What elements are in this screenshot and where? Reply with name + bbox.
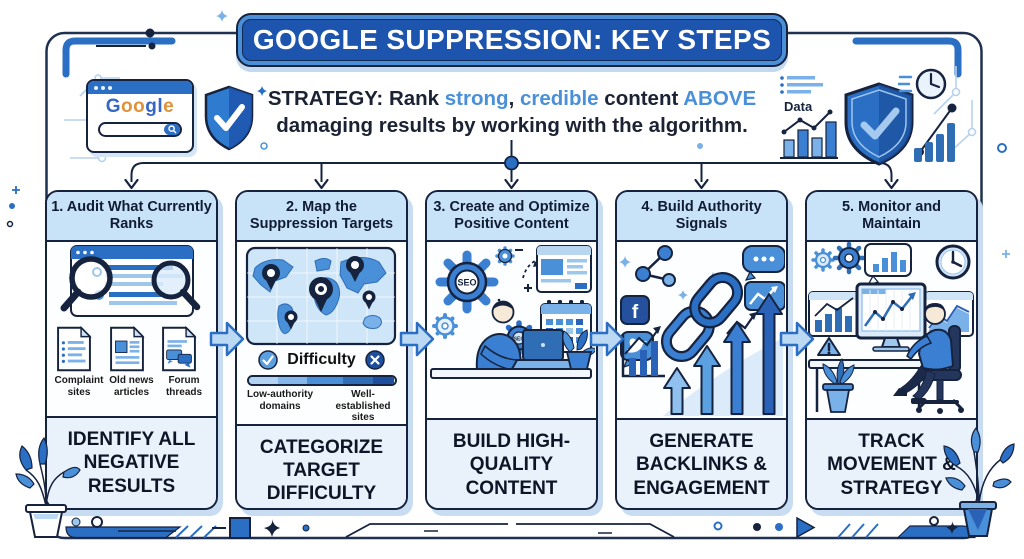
chevron-right-arrow-icon [209, 321, 244, 357]
difficulty-check-icon [258, 350, 279, 370]
title-banner: GOOGLE SUPPRESSION: KEY STEPS [236, 13, 788, 67]
page-title: GOOGLE SUPPRESSION: KEY STEPS [242, 19, 782, 61]
step-title: 2. Map the Suppression Targets [237, 192, 406, 242]
news-doc: Old news articles [107, 326, 157, 398]
search-icon [164, 124, 180, 135]
sparkle-icon [678, 290, 688, 300]
doc-label: Old news articles [109, 375, 154, 398]
gear-icon [495, 246, 515, 266]
difficulty-right-label: Well-established sites [335, 389, 391, 423]
step-column-1: 1. Audit What Currently Ranks [45, 190, 218, 510]
clock-icon [898, 68, 947, 100]
step-caption: TRACK MOVEMENT & STRATEGY [807, 418, 976, 508]
data-chart-icon: Data [780, 76, 838, 159]
corner-bar-bottomleft [65, 526, 182, 539]
svg-text:f: f [632, 302, 639, 323]
strategy-highlight: ABOVE [683, 87, 757, 110]
step-column-2: 2. Map the Suppression Targets [235, 190, 408, 510]
square-decoration [229, 517, 251, 539]
webpage-card-icon [536, 245, 592, 293]
sparkle-icon [264, 519, 280, 537]
strategy-text: STRATEGY: Rank strong, credible content … [262, 86, 762, 139]
triangle-decoration [796, 516, 816, 539]
chevron-right-arrow-icon [779, 321, 814, 357]
monitor-icon [855, 282, 927, 352]
difficulty-x-icon [364, 350, 385, 370]
browser-title-bar [88, 81, 192, 94]
chevron-right-arrow-icon [589, 321, 624, 357]
difficulty-left-label: Low-authority domains [246, 389, 314, 412]
step-column-4: 4. Build Authority Signals f [615, 190, 788, 510]
shield-check-icon [204, 85, 254, 151]
corner-accent-topleft [62, 37, 176, 78]
connector-node [504, 155, 519, 171]
step-column-5: 5. Monitor and Maintain [805, 190, 978, 510]
share-icon [635, 245, 676, 287]
sparkle-icon [619, 256, 631, 268]
gear-icon [832, 242, 866, 275]
facebook-icon: f [620, 295, 650, 325]
doc-label: Forum threads [165, 375, 203, 398]
forum-doc-icon [162, 326, 197, 372]
google-letter: g [145, 96, 158, 117]
step-title: 3. Create and Optimize Positive Content [427, 192, 596, 242]
complaint-doc-icon [57, 326, 92, 372]
warning-icon [817, 337, 841, 356]
clock-icon [935, 244, 971, 280]
step-title: 5. Monitor and Maintain [807, 192, 976, 242]
corner-bar-bottomright [896, 525, 976, 539]
chevron-right-arrow-icon [399, 321, 434, 357]
step-title: 4. Build Authority Signals [617, 192, 786, 242]
google-letter: o [121, 96, 134, 117]
google-letter: G [105, 96, 122, 117]
bar-panel-icon [808, 291, 862, 337]
doc-label: Complaint sites [54, 375, 104, 398]
google-browser-illustration: Google [86, 79, 194, 153]
gear-outline-icon [811, 248, 835, 272]
strategy-highlight: strong [444, 87, 509, 110]
down-arrowheads [124, 178, 899, 190]
news-doc-icon [109, 326, 145, 372]
step-title: 1. Audit What Currently Ranks [47, 192, 216, 242]
step-column-3: 3. Create and Optimize Positive Content … [425, 190, 598, 510]
difficulty-row: Difficulty [237, 350, 406, 370]
strategy-segment: , [508, 87, 520, 110]
strategy-highlight: credible [519, 87, 599, 110]
complaint-doc: Complaint sites [54, 326, 104, 398]
bar-chart-icon [914, 123, 955, 162]
step-caption: BUILD HIGH-QUALITY CONTENT [427, 418, 596, 508]
google-letter: o [133, 96, 146, 117]
twitter-icon [620, 331, 654, 368]
step-caption: GENERATE BACKLINKS & ENGAGEMENT [617, 418, 786, 508]
gear-outline-icon [432, 313, 458, 339]
seo-gear-icon: SEO [435, 250, 499, 314]
strategy-segment: content [598, 87, 684, 110]
step-caption: CATEGORIZE TARGET DIFFICULTY [237, 423, 406, 508]
search-bar [98, 122, 182, 137]
difficulty-label: Difficulty [287, 351, 356, 368]
google-logo: Google [88, 96, 192, 118]
world-map-illustration [245, 246, 397, 346]
search-audit-illustration [60, 245, 201, 317]
chart-bubble-icon [864, 243, 912, 287]
data-label: Data [784, 99, 813, 114]
desk [430, 368, 592, 379]
speech-bubble-icon [742, 245, 785, 281]
negative-source-icons: Complaint sites Old news articles [47, 326, 216, 398]
authority-signals-illustration: f [619, 245, 785, 416]
google-letter: e [163, 96, 175, 117]
strategy-segment: damaging results by working with the alg… [276, 113, 748, 137]
forum-doc: Forum threads [159, 326, 209, 398]
monitoring-illustration [808, 242, 974, 414]
difficulty-scale-bar [246, 375, 397, 386]
step-caption: IDENTIFY ALL NEGATIVE RESULTS [47, 416, 216, 508]
content-creation-illustration: SEO SEO [430, 245, 595, 379]
list-icon [780, 76, 823, 94]
sparkle-icon [946, 521, 958, 534]
svg-text:SEO: SEO [457, 278, 476, 288]
strategy-segment: STRATEGY: Rank [267, 87, 445, 110]
